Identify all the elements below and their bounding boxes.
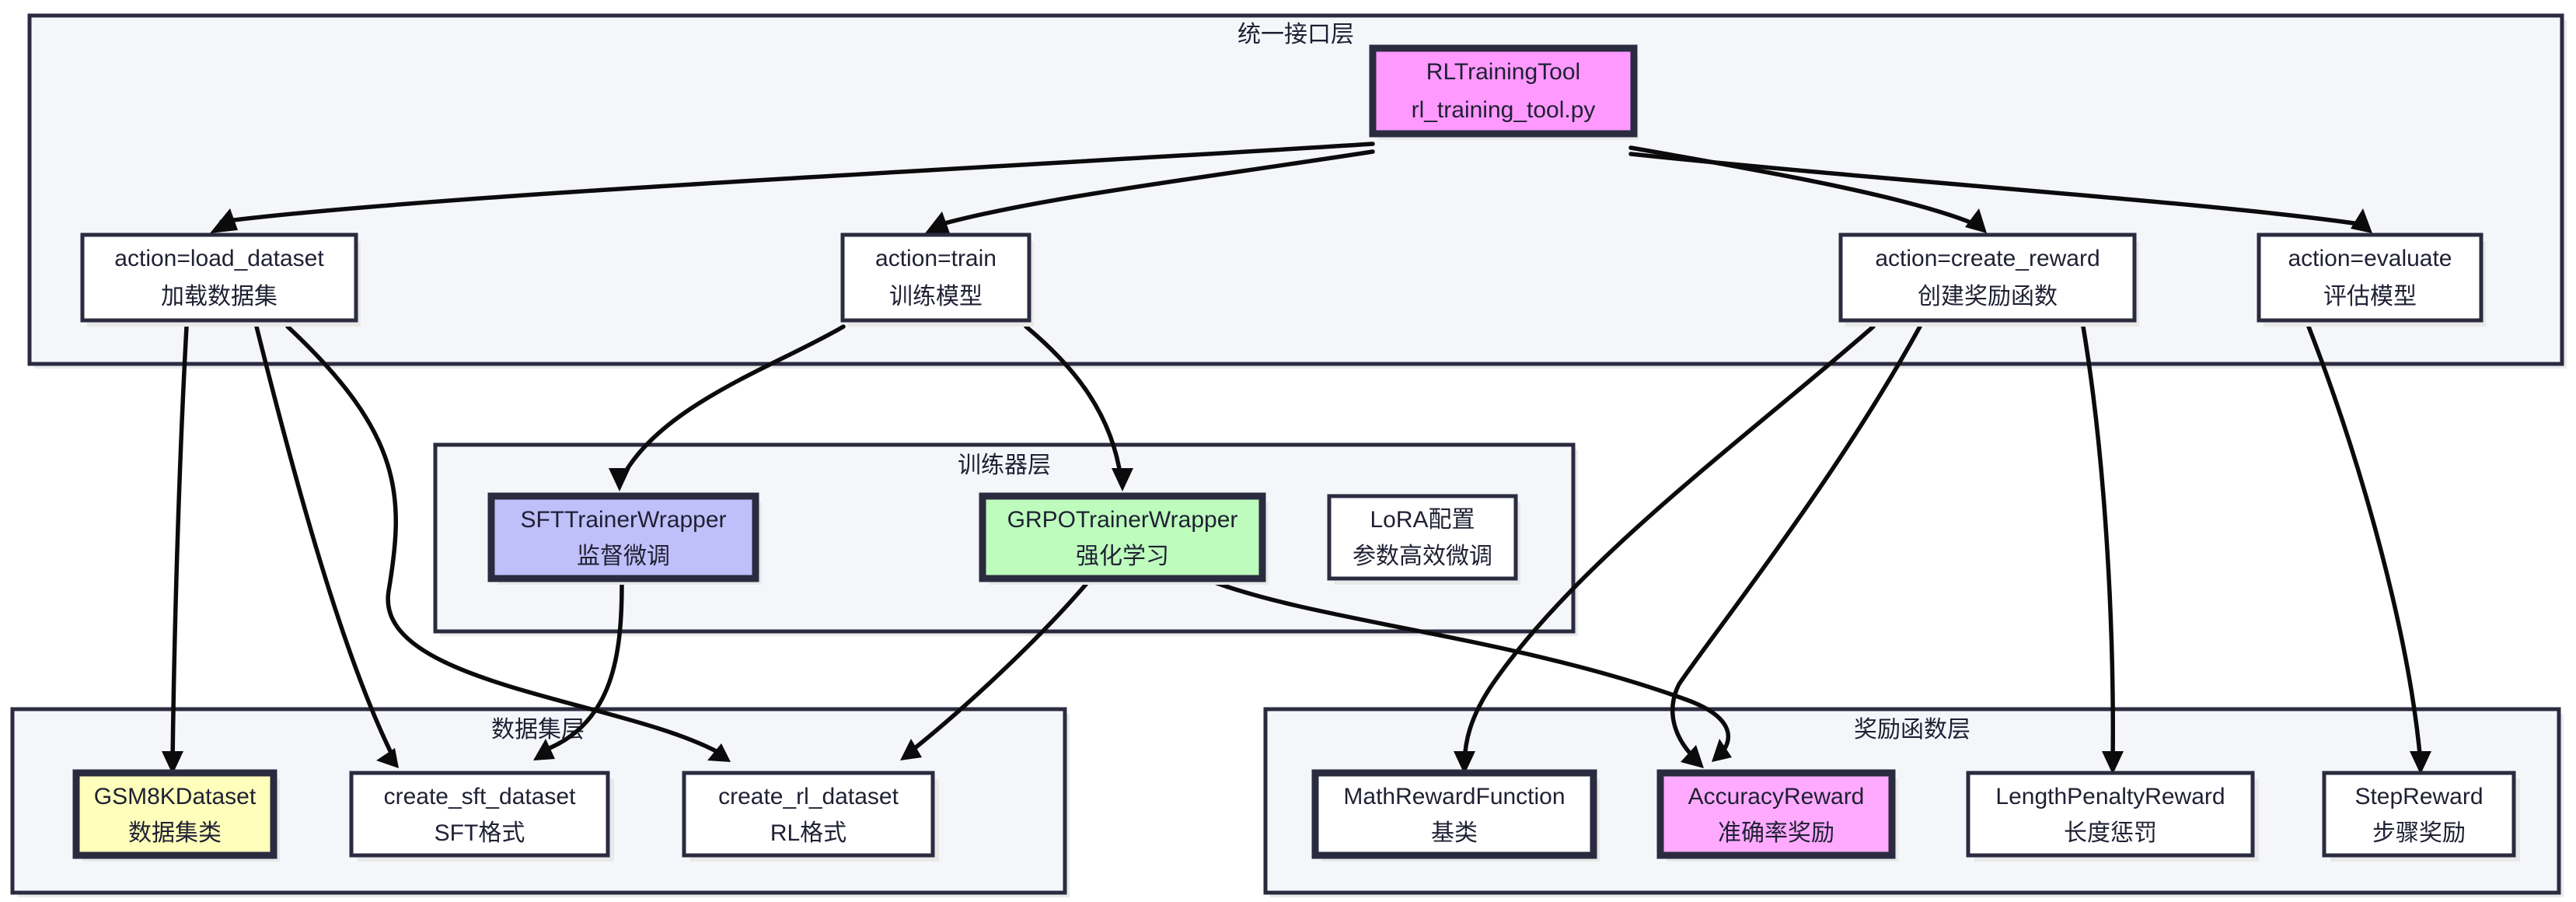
- node-box[interactable]: [1311, 769, 1597, 859]
- arrowhead: [210, 208, 238, 233]
- node-subtitle: 步骤奖励: [2372, 820, 2466, 846]
- arrowhead: [609, 468, 630, 491]
- node-title: GRPOTrainerWrapper: [1007, 507, 1238, 533]
- node-subtitle: 基类: [1431, 820, 1478, 846]
- node-subtitle: 加载数据集: [161, 284, 277, 309]
- node-box[interactable]: [979, 492, 1266, 582]
- arrowhead: [2410, 751, 2431, 774]
- arrowhead: [1681, 745, 1704, 768]
- edge-root-to-train: [934, 149, 1375, 228]
- node-title: create_sft_dataset: [384, 784, 576, 809]
- edge-load-dataset-to-create-sft: [254, 324, 395, 758]
- node-title: action=create_reward: [1875, 246, 2100, 271]
- node-action-evaluate[interactable]: action=evaluate 评估模型: [2257, 232, 2486, 327]
- node-box[interactable]: [2322, 771, 2516, 858]
- arrowhead: [2102, 751, 2124, 774]
- node-title: StepReward: [2354, 784, 2483, 809]
- node-subtitle: rl_training_tool.py: [1412, 97, 1596, 123]
- node-box[interactable]: [349, 771, 610, 858]
- edge-root-to-load-dataset: [219, 142, 1375, 224]
- edge-train-to-sft-trainer: [620, 324, 846, 481]
- node-box[interactable]: [2257, 232, 2484, 323]
- edge-train-to-grpo-trainer: [1024, 324, 1123, 481]
- arrowhead: [925, 212, 950, 233]
- node-box[interactable]: [487, 492, 759, 582]
- edge-evaluate-to-step-reward: [2306, 324, 2423, 764]
- node-accuracy-reward[interactable]: AccuracyReward 准确率奖励: [1656, 769, 1898, 862]
- edge-create-reward-to-math-reward: [1462, 324, 1876, 764]
- node-title: LoRA配置: [1370, 507, 1475, 533]
- cluster-label-interface: 统一接口层: [1237, 22, 1354, 47]
- node-subtitle: 数据集类: [128, 820, 222, 846]
- node-box[interactable]: [682, 771, 935, 858]
- edge-create-reward-to-length-penalty: [2081, 324, 2115, 764]
- edge-grpo-trainer-to-accuracy-reward: [1210, 579, 1730, 755]
- node-subtitle: 准确率奖励: [1718, 820, 1834, 846]
- arrowhead: [900, 739, 922, 760]
- node-title: RLTrainingTool: [1426, 59, 1580, 85]
- node-box[interactable]: [1369, 44, 1638, 138]
- node-subtitle: 训练模型: [889, 284, 983, 309]
- arrowhead: [162, 751, 183, 774]
- node-title: create_rl_dataset: [718, 784, 899, 809]
- edge-create-reward-to-accuracy-reward: [1670, 324, 1922, 760]
- node-action-load-dataset[interactable]: action=load_dataset 加载数据集: [80, 232, 361, 327]
- node-subtitle: 创建奖励函数: [1918, 284, 2058, 309]
- node-title: LengthPenaltyReward: [1995, 784, 2225, 809]
- node-title: SFTTrainerWrapper: [520, 507, 726, 533]
- node-box[interactable]: [1327, 494, 1518, 581]
- node-create-sft-dataset[interactable]: create_sft_dataset SFT格式: [349, 771, 614, 862]
- node-box[interactable]: [840, 232, 1031, 323]
- edge-grpo-trainer-to-create-rl: [909, 579, 1091, 753]
- cluster-interface-layer: 统一接口层: [27, 13, 2567, 369]
- node-subtitle: 强化学习: [1076, 544, 1169, 569]
- arrowhead: [707, 743, 731, 762]
- edge-sft-trainer-to-create-sft: [542, 579, 624, 753]
- node-title: action=evaluate: [2288, 246, 2452, 271]
- node-grpo-trainer-wrapper[interactable]: GRPOTrainerWrapper 强化学习: [979, 492, 1269, 585]
- node-subtitle: RL格式: [770, 820, 846, 846]
- node-title: GSM8KDataset: [94, 784, 257, 809]
- arrowhead: [1965, 208, 1987, 233]
- node-title: AccuracyReward: [1688, 784, 1865, 809]
- node-step-reward[interactable]: StepReward 步骤奖励: [2322, 771, 2520, 862]
- cluster-label-trainer: 训练器层: [958, 453, 1051, 478]
- arrowhead: [1454, 751, 1475, 774]
- node-length-penalty-reward[interactable]: LengthPenaltyReward 长度惩罚: [1966, 771, 2259, 862]
- node-box[interactable]: [80, 232, 358, 323]
- node-action-train[interactable]: action=train 训练模型: [840, 232, 1034, 327]
- cluster-label-reward: 奖励函数层: [1854, 717, 1970, 743]
- arrowhead: [2351, 208, 2372, 233]
- arrowhead: [376, 748, 399, 768]
- node-rltrainingtool[interactable]: RLTrainingTool rl_training_tool.py: [1369, 44, 1639, 140]
- node-math-reward-function[interactable]: MathRewardFunction 基类: [1311, 769, 1600, 862]
- node-subtitle: 评估模型: [2323, 284, 2417, 309]
- arrowhead: [1112, 468, 1133, 491]
- edge-load-dataset-to-create-rl: [285, 324, 721, 755]
- node-subtitle: 长度惩罚: [2064, 820, 2157, 846]
- node-lora-config[interactable]: LoRA配置 参数高效微调: [1327, 494, 1520, 585]
- edge-layer: [162, 142, 2431, 774]
- node-box[interactable]: [72, 769, 277, 859]
- cluster-border: [27, 13, 2564, 366]
- node-create-rl-dataset[interactable]: create_rl_dataset RL格式: [682, 771, 939, 862]
- node-title: action=load_dataset: [114, 246, 324, 271]
- arrowhead: [533, 739, 555, 760]
- node-subtitle: 参数高效微调: [1353, 544, 1492, 569]
- node-subtitle: SFT格式: [435, 820, 525, 846]
- node-subtitle: 监督微调: [577, 544, 670, 569]
- edge-load-dataset-to-gsm8k: [170, 324, 189, 764]
- node-box[interactable]: [1656, 769, 1896, 859]
- arrowhead: [1712, 739, 1732, 762]
- node-title: MathRewardFunction: [1343, 784, 1565, 809]
- edge-root-to-evaluate: [1628, 152, 2361, 226]
- node-box[interactable]: [1838, 232, 2137, 323]
- node-action-create-reward[interactable]: action=create_reward 创建奖励函数: [1838, 232, 2139, 327]
- node-box[interactable]: [1966, 771, 2255, 858]
- node-sft-trainer-wrapper[interactable]: SFTTrainerWrapper 监督微调: [487, 492, 762, 585]
- node-title: action=train: [875, 246, 997, 271]
- node-gsm8k-dataset[interactable]: GSM8KDataset 数据集类: [72, 769, 280, 862]
